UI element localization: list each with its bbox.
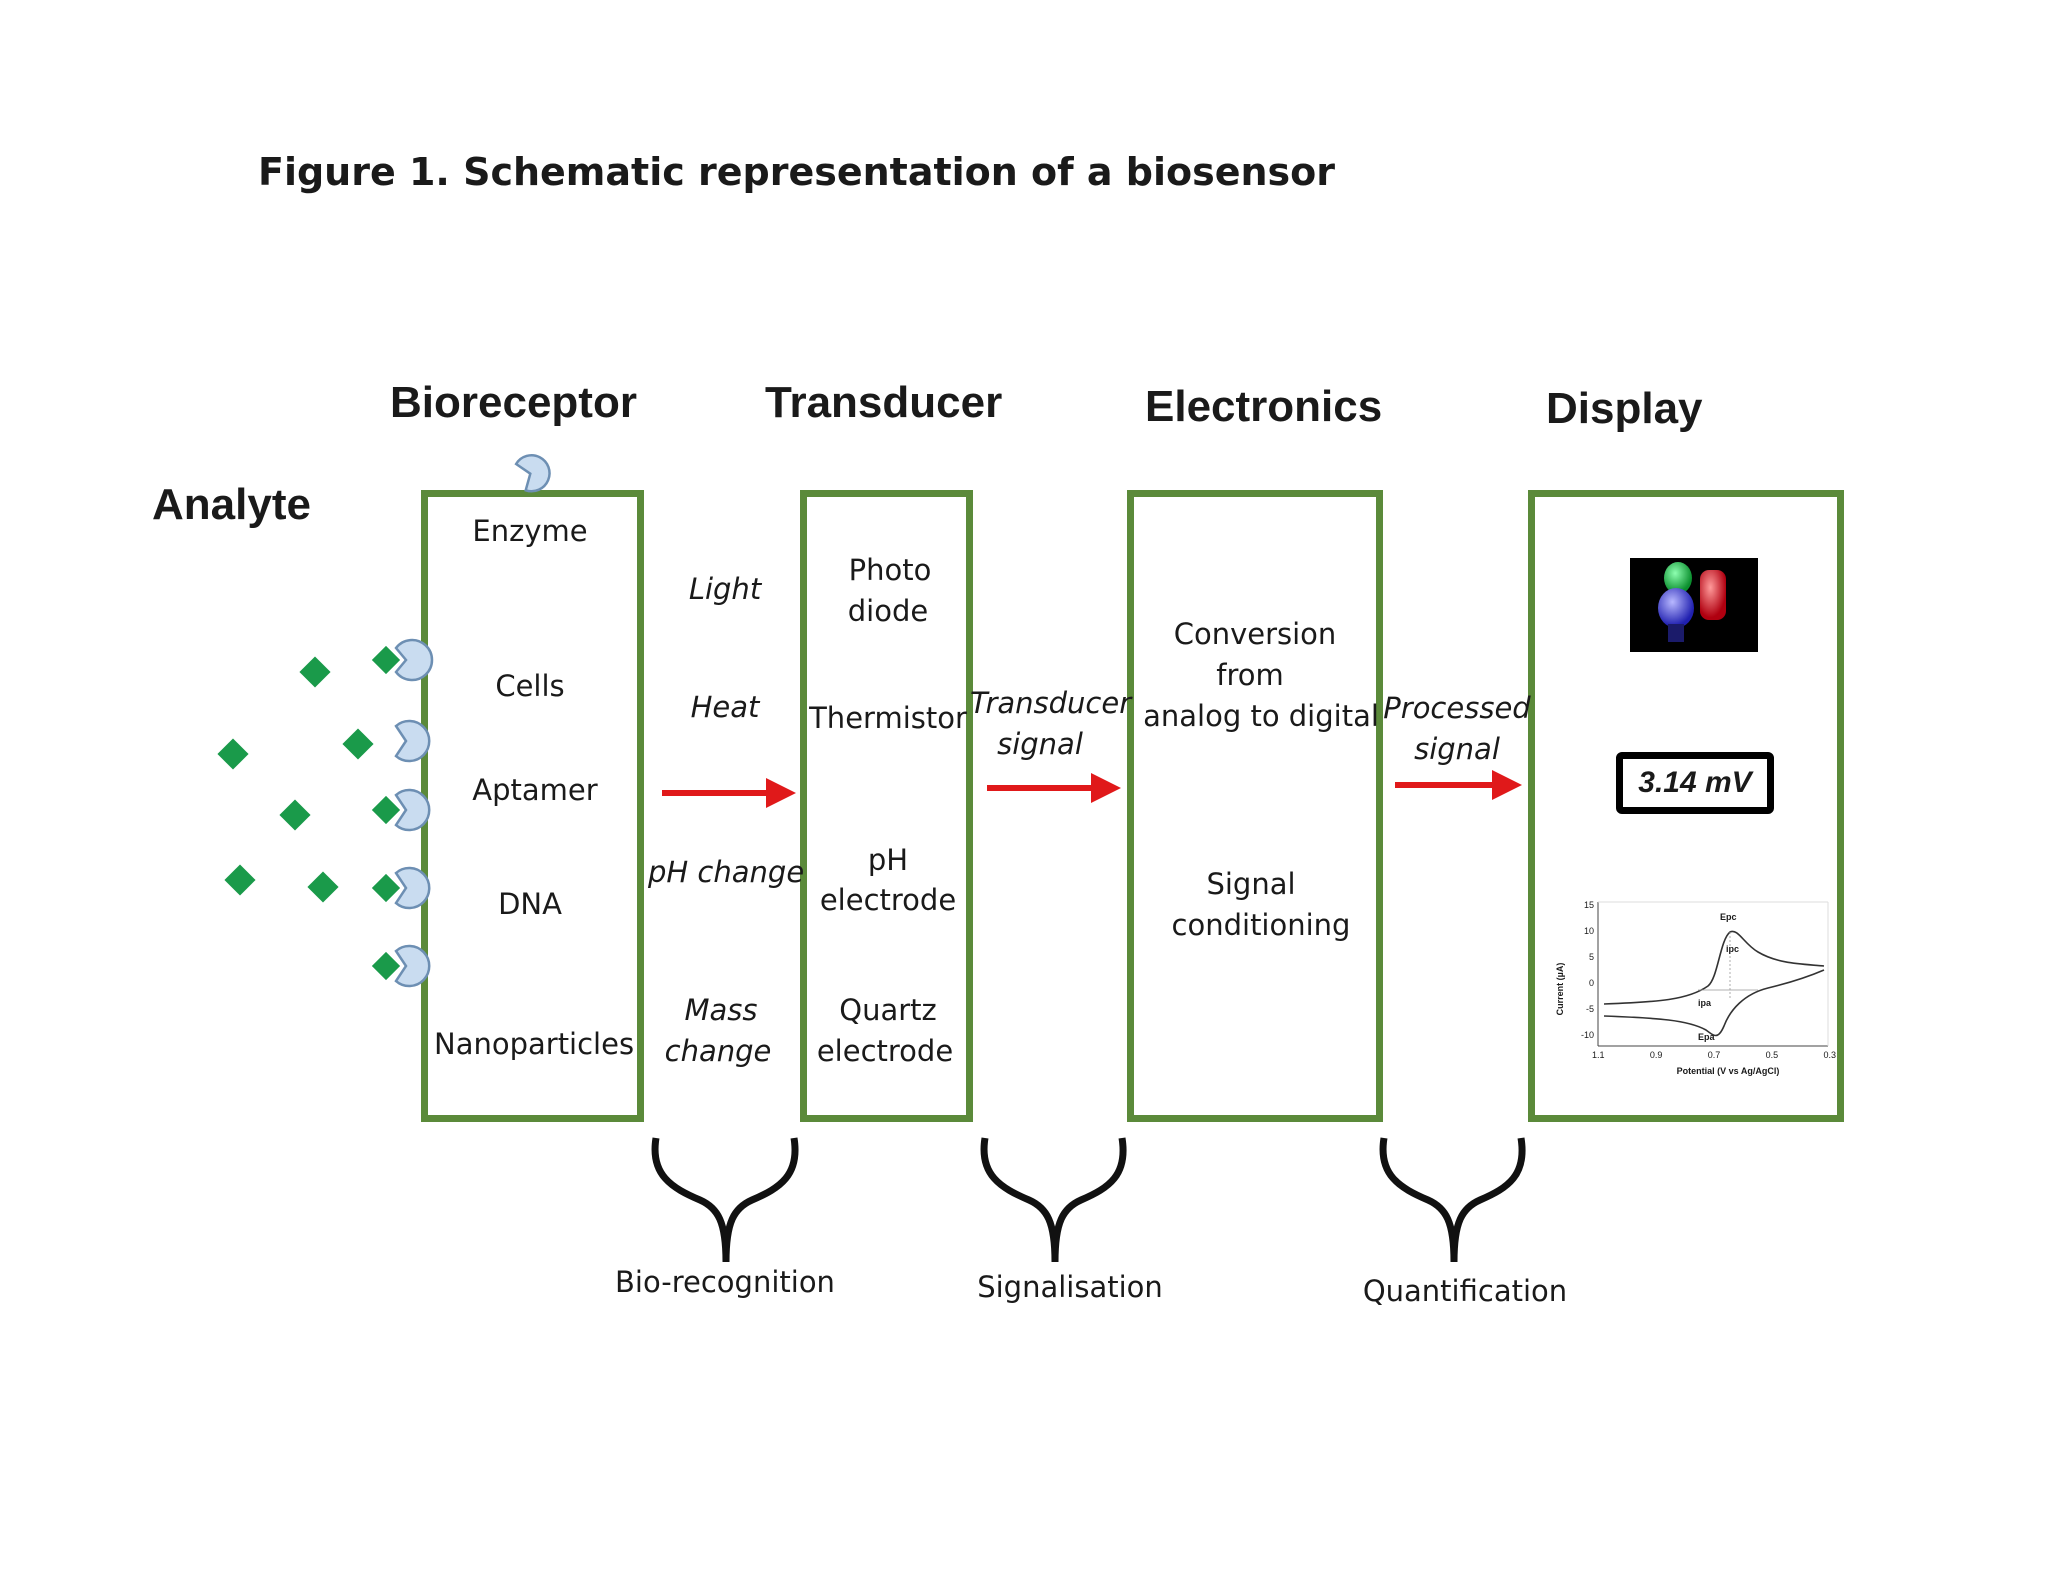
led-image (1630, 558, 1758, 652)
bioreceptor-item: Enzyme (472, 514, 588, 548)
voltage-readout: 3.14 mV (1616, 752, 1774, 814)
plot-ytick: 10 (1583, 926, 1594, 936)
brace-signalisation (980, 1137, 1127, 1263)
header-display: Display (1546, 384, 1703, 433)
figure-title: Figure 1. Schematic representation of a … (258, 150, 1336, 194)
header-electronics: Electronics (1145, 382, 1383, 431)
plot-ylabel: Current (µA) (1555, 962, 1565, 1016)
plot-label-ipa: ipa (1698, 998, 1712, 1008)
plot-xlabel: Potential (V vs Ag/AgCl) (1676, 1066, 1780, 1076)
transducer-item: electrode (816, 1034, 954, 1068)
transducer-box (800, 490, 973, 1122)
analyte-molecules (217, 656, 374, 903)
led-icon (1658, 562, 1726, 642)
bound-analytes (371, 645, 401, 981)
transducer-item: Thermistor (809, 701, 967, 735)
electronics-item: Signal (1206, 867, 1296, 901)
plot-xtick: 0.3 (1823, 1050, 1836, 1060)
transducer-item: Photo (848, 553, 932, 587)
signal-mass: Mass (684, 993, 758, 1027)
plot-xtick: 0.9 (1649, 1050, 1663, 1060)
transducer-item: pH (867, 843, 909, 877)
bioreceptor-item: Nanoparticles (434, 1027, 635, 1061)
plot-ytick: 5 (1588, 952, 1594, 962)
plot-ytick: 0 (1588, 978, 1594, 988)
bioreceptor-item: Aptamer (472, 773, 598, 807)
brace-bio-recognition (651, 1137, 799, 1263)
plot-ytick: -5 (1585, 1004, 1594, 1014)
header-analyte: Analyte (152, 480, 311, 529)
plot-label-epa: Epa (1698, 1032, 1715, 1042)
electronics-item: from (1216, 658, 1284, 692)
transducer-item: Quartz (839, 993, 937, 1027)
plot-label-epc: Epc (1720, 912, 1737, 922)
plot-ytick: -10 (1580, 1030, 1594, 1040)
header-bioreceptor: Bioreceptor (390, 378, 637, 427)
processed-signal-label: Processed (1383, 691, 1531, 725)
cv-plot: 15 10 5 0 -5 -10 Current (µA) 1.1 0.9 0.… (1548, 890, 1838, 1090)
signal-mass: change (664, 1034, 772, 1068)
header-transducer: Transducer (765, 378, 1003, 427)
plot-xtick: 1.1 (1592, 1050, 1605, 1060)
signal-heat: Heat (690, 690, 760, 724)
stage-signalisation: Signalisation (977, 1270, 1163, 1304)
transducer-item: electrode (819, 883, 957, 917)
bioreceptor-item: DNA (498, 887, 562, 921)
plot-ytick: 15 (1583, 900, 1594, 910)
plot-label-ipc: ipc (1726, 944, 1740, 954)
bioreceptor-item: Cells (495, 669, 565, 703)
stage-quantification: Quantification (1362, 1274, 1568, 1308)
processed-signal-label: signal (1414, 732, 1500, 766)
brace-quantification (1379, 1137, 1526, 1263)
electronics-item: conditioning (1171, 908, 1351, 942)
electronics-item: analog to digital (1143, 699, 1379, 733)
transducer-signal-label: Transducer (970, 686, 1132, 720)
stage-bio-recognition: Bio-recognition (615, 1265, 835, 1299)
electronics-item: Conversion (1173, 617, 1337, 651)
signal-ph-change: pH change (648, 855, 805, 889)
plot-xtick: 0.7 (1707, 1050, 1721, 1060)
plot-xtick: 0.5 (1765, 1050, 1779, 1060)
signal-light: Light (688, 572, 762, 606)
transducer-signal-label: signal (997, 727, 1083, 761)
electronics-box (1127, 490, 1383, 1122)
transducer-item: diode (847, 594, 929, 628)
